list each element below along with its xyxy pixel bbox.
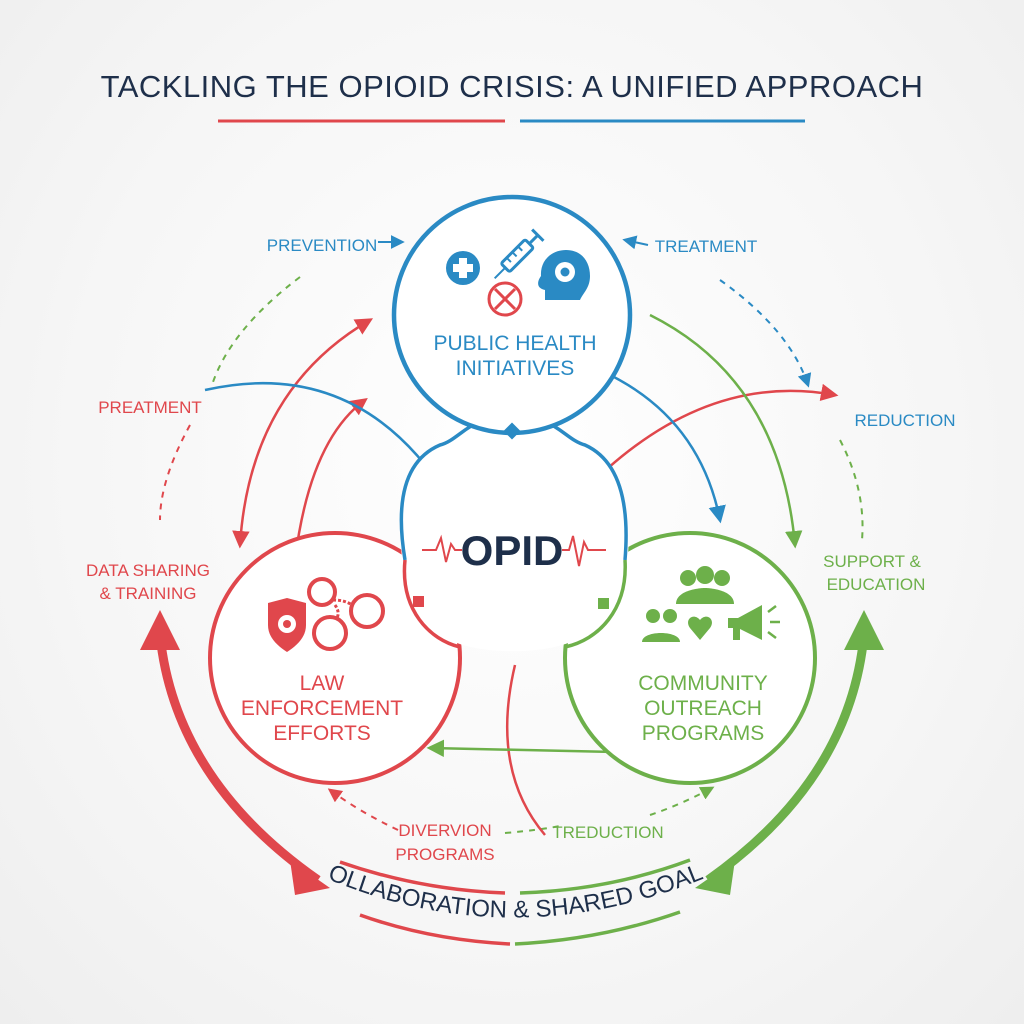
banner-border-top-red xyxy=(339,860,506,895)
big-green-arrowhead-bottom xyxy=(695,860,735,895)
green-arrow-bottom-left xyxy=(426,739,616,758)
heartbeat-right xyxy=(562,535,606,567)
law-enforcement-label-line1: LAW xyxy=(300,672,345,695)
law-enforcement-circle[interactable] xyxy=(208,531,462,785)
syringe-icon xyxy=(493,228,545,280)
big-green-arrowhead-top xyxy=(844,610,884,650)
head-gear-icon xyxy=(538,250,590,300)
dashed-arc-treduction xyxy=(504,825,561,834)
medical-cross-icon xyxy=(446,251,480,285)
center-red-marker xyxy=(413,596,424,607)
label-treduction: TREDUCTION xyxy=(552,823,663,842)
big-red-arrowhead-top xyxy=(140,610,180,650)
banner-border-bottom-red xyxy=(359,913,511,946)
megaphone-icon xyxy=(728,605,780,640)
center-green-marker xyxy=(598,598,609,609)
prohibited-pill-icon xyxy=(487,281,523,317)
public-health-label-line1: PUBLIC HEALTH xyxy=(434,332,597,355)
law-enforcement-label-line3: EFFORTS xyxy=(273,722,371,745)
center-blob[interactable] xyxy=(400,415,629,652)
page-title: TACKLING THE OPIOID CRISIS: A UNIFIED AP… xyxy=(101,69,924,104)
banner-border-bottom-green xyxy=(514,910,681,946)
red-arrow-left-top xyxy=(232,318,374,549)
red-arrow-bottom xyxy=(505,664,546,836)
label-divervion-line1: DIVERVION xyxy=(398,821,491,840)
community-outreach-circle[interactable] xyxy=(563,531,817,785)
handcuffs-icon xyxy=(307,577,385,651)
dashed-arc-treduction-right xyxy=(649,786,715,816)
label-preatment: PREATMENT xyxy=(98,398,202,417)
dashed-arc-prevention xyxy=(211,276,301,386)
public-health-label-line2: INITIATIVES xyxy=(456,357,575,380)
center-diamond-marker xyxy=(503,422,521,440)
label-reduction: REDUCTION xyxy=(854,411,955,430)
arrow-treatment xyxy=(622,235,649,250)
banner-border-top-green xyxy=(519,858,691,895)
green-arrow-top-right xyxy=(649,313,803,549)
dashed-arc-preatment xyxy=(159,424,191,521)
people-heart-icon xyxy=(642,609,712,642)
label-data-sharing-line1: DATA SHARING xyxy=(86,561,210,580)
community-label-line3: PROGRAMS xyxy=(642,722,765,745)
big-green-arrow xyxy=(705,634,869,884)
dashed-arc-treatment xyxy=(719,279,812,388)
law-enforcement-label-line2: ENFORCEMENT xyxy=(241,697,403,720)
red-arrow-right-top xyxy=(577,383,839,498)
center-label: OPID xyxy=(461,527,564,574)
community-label-line2: OUTREACH xyxy=(644,697,762,720)
group-people-icon xyxy=(676,566,734,604)
big-red-arrow xyxy=(155,634,321,884)
center-blob-border-left xyxy=(402,559,461,649)
center-blob-border-right xyxy=(564,559,627,649)
label-divervion-line2: PROGRAMS xyxy=(395,845,494,864)
label-support-line2: EDUCATION xyxy=(827,575,926,594)
big-red-arrowhead-bottom xyxy=(290,860,330,895)
label-support-line1: SUPPORT & xyxy=(823,552,921,571)
label-prevention: PREVENTION xyxy=(267,236,378,255)
heartbeat-left xyxy=(422,534,462,563)
label-data-sharing-line2: & TRAINING xyxy=(100,584,197,603)
blue-arrow-top-to-right xyxy=(609,373,726,524)
dashed-arc-divervion xyxy=(327,788,399,831)
community-label-line1: COMMUNITY xyxy=(638,672,768,695)
label-treatment: TREATMENT xyxy=(655,237,758,256)
red-arrow-left-inner xyxy=(293,397,368,561)
police-badge-icon xyxy=(268,598,306,652)
dashed-arc-reduction xyxy=(839,439,864,541)
